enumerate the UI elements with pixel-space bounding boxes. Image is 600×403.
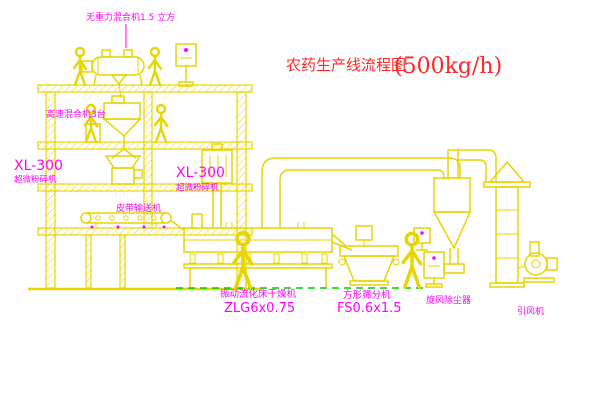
belt-conveyor [80, 212, 185, 231]
label-mill-left-name: 超微粉碎机 [14, 174, 57, 185]
person-roof-left [72, 46, 88, 87]
gravity-free-mixer [81, 49, 145, 99]
person-level2-right [153, 103, 169, 144]
label-mill-right-model: XL-300 [176, 165, 225, 181]
label-top-mixer: 无重力混合机1.5 立方 [86, 11, 175, 23]
person-sifter [401, 231, 423, 289]
high-speed-mixer [85, 95, 142, 143]
draft-fan [517, 241, 558, 283]
page-title-capacity: (500kg/h) [394, 54, 502, 79]
control-panel-roof [175, 43, 197, 87]
label-mill-right-name: 超微粉碎机 [176, 182, 219, 193]
label-mill-left-model: XL-300 [14, 158, 63, 174]
label-belt-conveyor: 皮带输送机 [116, 202, 161, 214]
mill-right [201, 143, 233, 228]
label-dryer-model: ZLG6x0.75 [224, 301, 295, 316]
label-fan: 引风机 [517, 305, 544, 317]
stack-duct [458, 149, 497, 182]
square-sifter [331, 225, 400, 286]
exhaust-duct [261, 157, 461, 228]
label-sifter-name: 方形筛分机 [343, 289, 391, 301]
fluid-bed-dryer [183, 213, 333, 287]
label-dryer-name: 振动流化床干燥机 [220, 288, 297, 300]
control-panel-lower [423, 251, 445, 288]
label-cyclone: 旋风除尘器 [426, 294, 471, 306]
building-frame [28, 84, 262, 291]
mill-left [104, 155, 143, 185]
exhaust-stack [483, 160, 531, 288]
cyclone-separator [432, 149, 472, 274]
person-roof-right [147, 46, 163, 87]
label-sifter-model: FS0.6x1.5 [337, 301, 402, 316]
label-high-speed-mixer: 高速混合机3台 [46, 108, 106, 120]
page-title: 农药生产线流程图 [286, 56, 406, 74]
